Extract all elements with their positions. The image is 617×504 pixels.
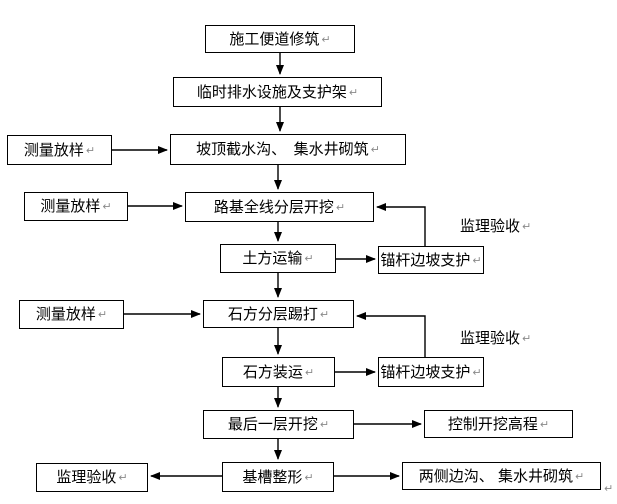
trailing-return-mark: ↵: [604, 483, 614, 495]
return-mark: ↵: [304, 366, 315, 379]
node-label: 临时排水设施及支护架: [196, 83, 347, 101]
node-label: 锚杆边坡支护: [380, 363, 471, 381]
node-label: 测量放样: [40, 198, 101, 215]
node-label: 石方装运: [242, 363, 303, 381]
node-label: 监理验收: [56, 469, 117, 486]
node-supervision-acceptance: 监理验收↵: [36, 463, 148, 492]
return-mark: ↵: [304, 471, 314, 484]
node-label: 基槽整形: [242, 468, 303, 486]
node-label: 两侧边沟、 集水井砌筑: [418, 467, 573, 485]
label-text: 监理验收: [460, 218, 521, 235]
node-side-ditch: 两侧边沟、 集水井砌筑↵: [402, 462, 601, 490]
node-roadbed-excavation: 路基全线分层开挖↵: [185, 192, 374, 222]
node-label: 测量放样: [35, 306, 96, 323]
return-mark: ↵: [522, 221, 532, 233]
node-label: 路基全线分层开挖: [213, 198, 334, 216]
node-label: 坡顶截水沟、 集水井砌筑: [196, 141, 369, 158]
node-access-road: 施工便道修筑↵: [205, 25, 355, 53]
return-mark: ↵: [472, 366, 482, 379]
return-mark: ↵: [522, 333, 532, 345]
node-label: 土方运输: [242, 250, 303, 267]
node-label: 施工便道修筑: [229, 30, 320, 48]
label-text: 监理验收: [460, 330, 521, 347]
return-mark: ↵: [321, 33, 331, 46]
node-trench-shaping: 基槽整形↵: [222, 462, 334, 492]
return-mark: ↵: [319, 419, 330, 431]
return-mark: ↵: [335, 201, 346, 214]
return-mark: ↵: [370, 144, 380, 156]
node-rock-loading: 石方装运↵: [222, 357, 335, 387]
return-mark: ↵: [118, 472, 128, 484]
return-mark: ↵: [85, 144, 96, 157]
return-mark: ↵: [539, 418, 550, 431]
return-mark: ↵: [574, 470, 585, 483]
node-survey-3: 测量放样↵: [19, 300, 124, 329]
node-last-layer-excavation: 最后一层开挖↵: [203, 410, 354, 439]
node-label: 石方分层踢打: [227, 305, 318, 323]
node-survey-2: 测量放样↵: [24, 192, 128, 221]
supervision-acceptance-label-2: 监理验收↵: [460, 331, 531, 346]
node-rock-excavation: 石方分层踢打↵: [203, 300, 354, 328]
node-control-elevation: 控制开挖高程↵: [424, 410, 573, 438]
node-label: 测量放样: [23, 141, 84, 159]
return-mark: ↵: [319, 308, 330, 321]
return-mark: ↵: [348, 86, 359, 99]
node-label: 锚杆边坡支护: [380, 251, 471, 269]
node-earth-transport: 土方运输↵: [220, 244, 336, 273]
node-label: 最后一层开挖: [227, 416, 318, 433]
node-anchor-support-2: 锚杆边坡支护↵: [378, 357, 484, 387]
supervision-acceptance-label-1: 监理验收↵: [460, 219, 531, 234]
node-temp-drainage: 临时排水设施及支护架↵: [173, 77, 382, 107]
return-mark: ↵: [472, 254, 482, 267]
return-mark: ↵: [304, 253, 314, 265]
return-mark: ↵: [97, 309, 108, 321]
node-slope-ditch: 坡顶截水沟、 集水井砌筑↵: [170, 134, 406, 165]
return-mark: ↵: [102, 201, 112, 213]
node-survey-1: 测量放样↵: [7, 135, 112, 165]
node-label: 控制开挖高程: [447, 415, 538, 433]
node-anchor-support-1: 锚杆边坡支护↵: [378, 246, 484, 274]
